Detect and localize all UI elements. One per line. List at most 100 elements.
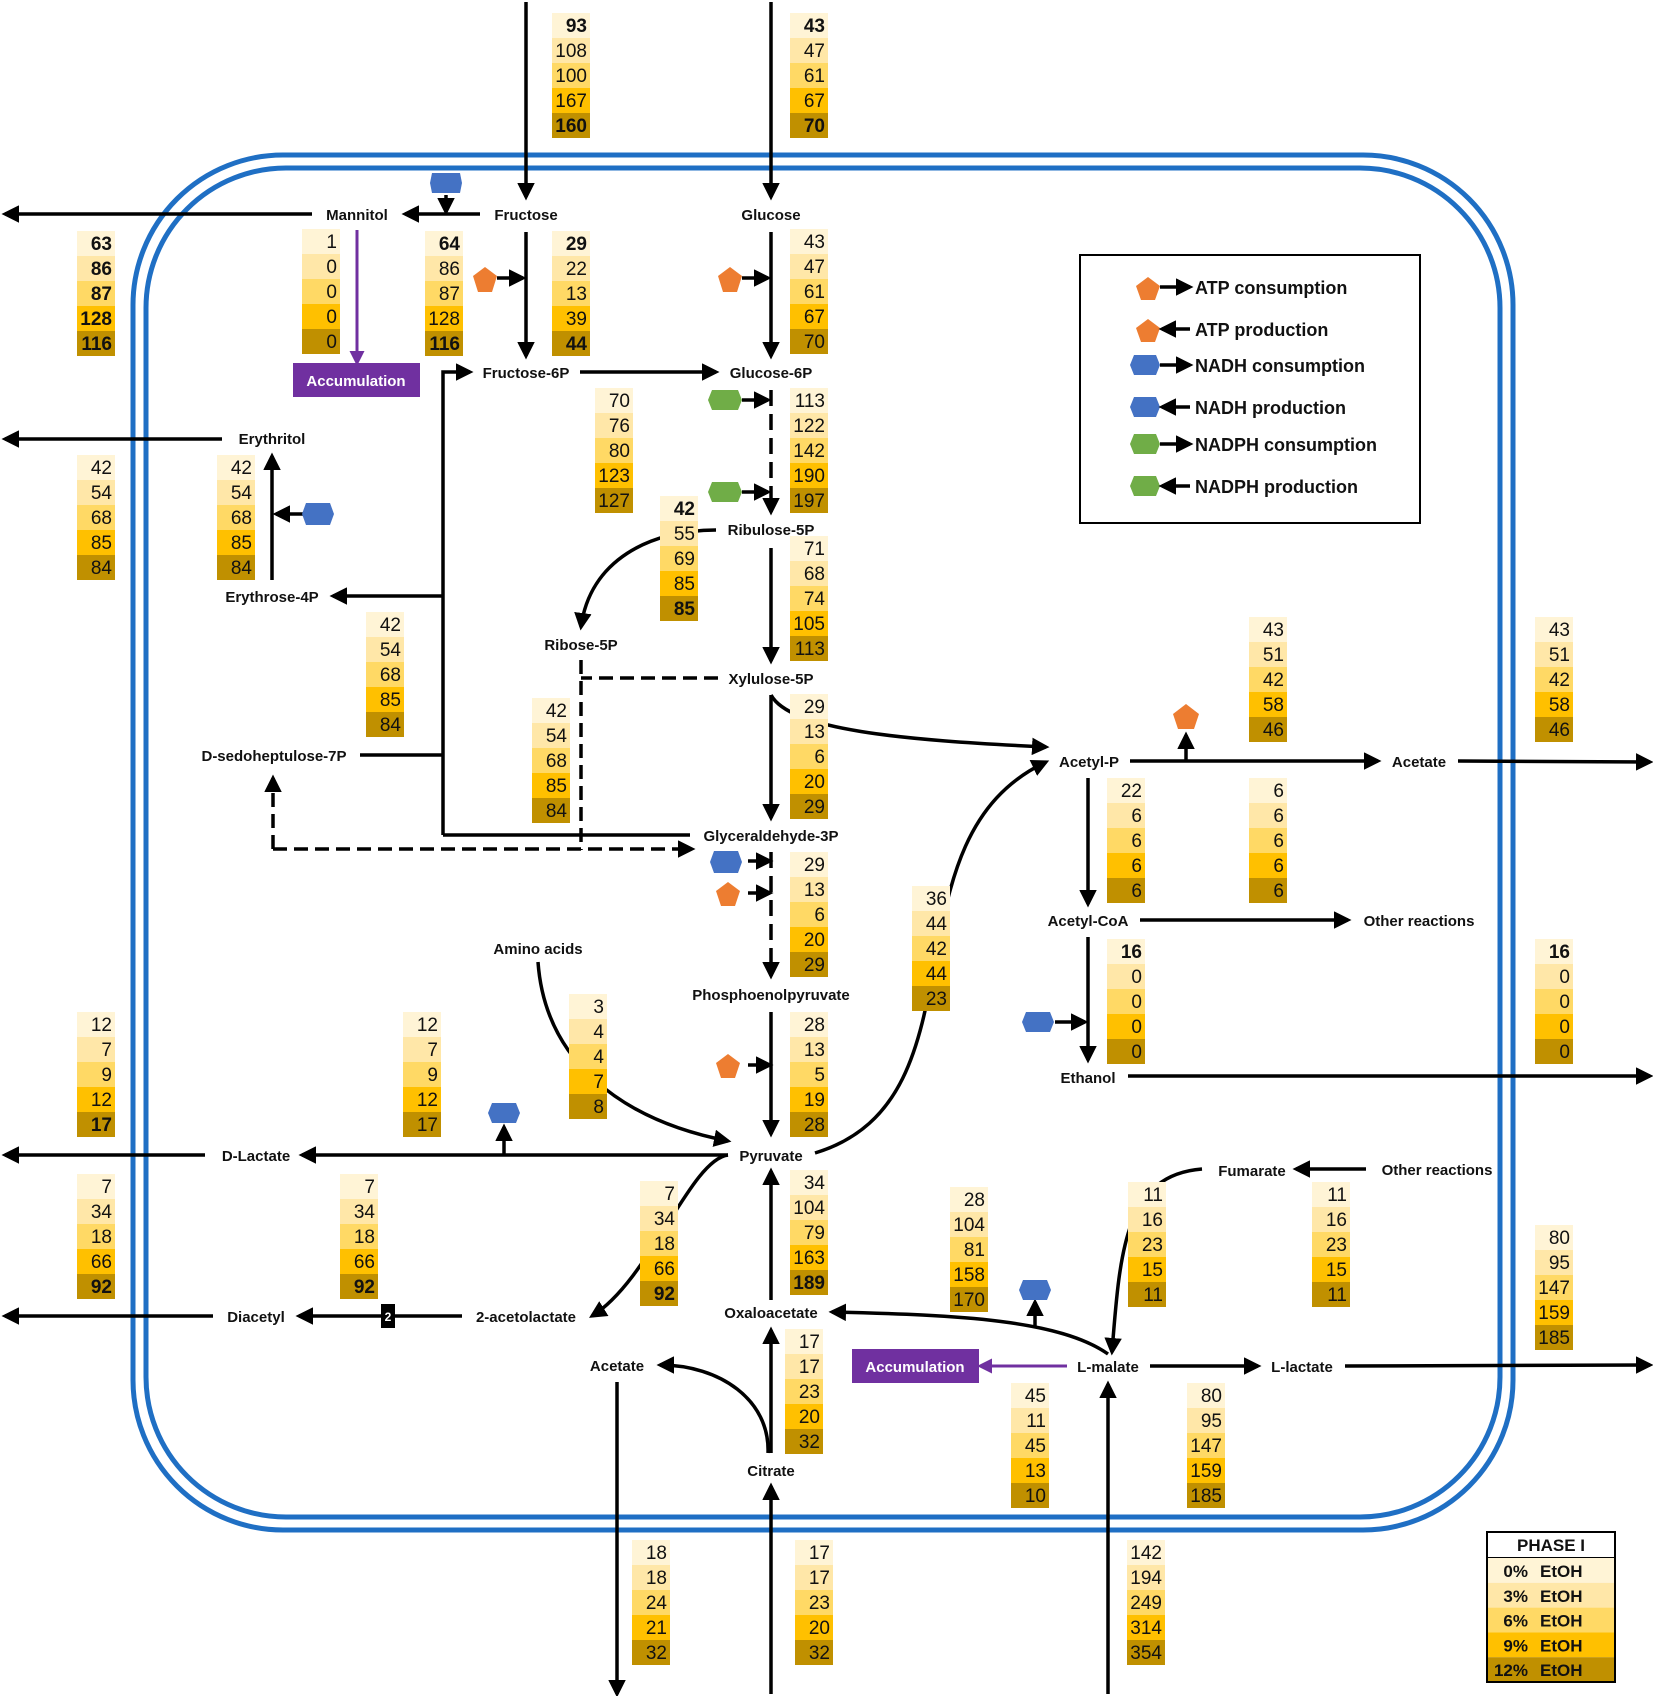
metabolite-citrate: Citrate [747, 1463, 795, 1480]
flux-cell [77, 1087, 115, 1112]
flux-value: 127 [598, 491, 630, 512]
nadh-icon [1130, 355, 1160, 375]
flux-value: 159 [1190, 1461, 1222, 1482]
flux-cell [790, 852, 828, 877]
flux-cell [532, 698, 570, 723]
flux-cell [912, 911, 950, 936]
flux-value: 18 [646, 1568, 667, 1589]
flux-cell [950, 1237, 988, 1262]
arrow-llactate-export [1344, 1356, 1653, 1374]
flux-cell [632, 1565, 670, 1590]
flux-cell [1107, 878, 1145, 903]
flux-cell [790, 1112, 828, 1137]
flux-cell [790, 1087, 828, 1112]
flux-cell [660, 546, 698, 571]
flux-value: 17 [809, 1543, 830, 1564]
flux-value: 46 [1549, 720, 1570, 741]
flux-cell [1107, 853, 1145, 878]
flux-cell [552, 306, 590, 331]
flux-value: 28 [964, 1190, 985, 1211]
flux-cell [640, 1206, 678, 1231]
flux-value: 74 [804, 589, 826, 610]
flux-cell [366, 637, 404, 662]
flux-cell [790, 794, 828, 819]
flux-cell [77, 331, 115, 356]
metabolite-acetyl-p: Acetyl-P [1059, 754, 1119, 771]
flux-cell [790, 413, 828, 438]
flux-value: 20 [804, 930, 825, 951]
flux-value: 116 [429, 334, 460, 355]
flux-cell [552, 256, 590, 281]
flux-value: 54 [380, 640, 402, 661]
metabolite-acetate-out: Acetate [1392, 754, 1446, 771]
flux-value: 18 [654, 1234, 675, 1255]
flux-value: 0 [1131, 967, 1142, 988]
flux-cell [795, 1540, 833, 1565]
flux-value: 10 [1025, 1486, 1046, 1507]
accumulation-box-mannitol: Accumulation [293, 363, 420, 397]
flux-value: 21 [646, 1618, 667, 1639]
flux-cell [790, 88, 828, 113]
flux-value: 113 [795, 391, 825, 412]
flux-cell [795, 1590, 833, 1615]
flux-value: 23 [926, 989, 947, 1010]
flux-cell [1535, 1250, 1573, 1275]
flux-value: 12 [91, 1090, 112, 1111]
flux-value: 85 [91, 533, 112, 554]
metabolite-erythritol: Erythritol [239, 431, 306, 448]
flux-value: 13 [804, 1040, 825, 1061]
arrow-citrate-to-acetate [656, 1356, 770, 1454]
flux-value: 104 [793, 1198, 825, 1219]
flux-cell [790, 329, 828, 354]
flux-cell [552, 38, 590, 63]
flux-cell [912, 961, 950, 986]
flux-value: 0 [326, 307, 337, 328]
flux-value: 17 [417, 1115, 438, 1136]
flux-value: 87 [91, 284, 112, 305]
flux-cell [1107, 939, 1145, 964]
flux-value: 29 [804, 697, 825, 718]
flux-value: 28 [804, 1115, 825, 1136]
flux-value: 70 [804, 116, 825, 137]
flux-cell [790, 536, 828, 561]
flux-cell [790, 1195, 828, 1220]
flux-value: 61 [804, 282, 825, 303]
flux-value: 44 [926, 964, 948, 985]
flux-cell [425, 306, 463, 331]
flux-cell [790, 1270, 828, 1295]
legend-item-nadph-production: NADPH production [1130, 476, 1358, 497]
flux-cell [569, 1019, 607, 1044]
flux-cell [1128, 1282, 1166, 1307]
flux-cell [1127, 1640, 1165, 1665]
flux-value: 6 [1273, 856, 1284, 877]
flux-cell [790, 1012, 828, 1037]
flux-value: 6 [1273, 781, 1284, 802]
flux-cell [302, 279, 340, 304]
flux-value: 43 [804, 16, 825, 37]
flux-cell [785, 1404, 823, 1429]
legend-label: NADPH consumption [1195, 435, 1377, 455]
nadh-icon [710, 851, 742, 873]
flux-cell [912, 886, 950, 911]
flux-cell [1535, 1275, 1573, 1300]
phase-row-label: EtOH [1540, 1636, 1583, 1655]
flux-cell [77, 1037, 115, 1062]
flux-value: 68 [546, 751, 567, 772]
flux-cell [77, 1249, 115, 1274]
legend-item-nadh-consumption: NADH consumption [1130, 355, 1365, 376]
flux-value: 7 [664, 1184, 675, 1205]
flux-value: 11 [1327, 1185, 1347, 1206]
flux-cell [660, 521, 698, 546]
flux-cell [340, 1274, 378, 1299]
